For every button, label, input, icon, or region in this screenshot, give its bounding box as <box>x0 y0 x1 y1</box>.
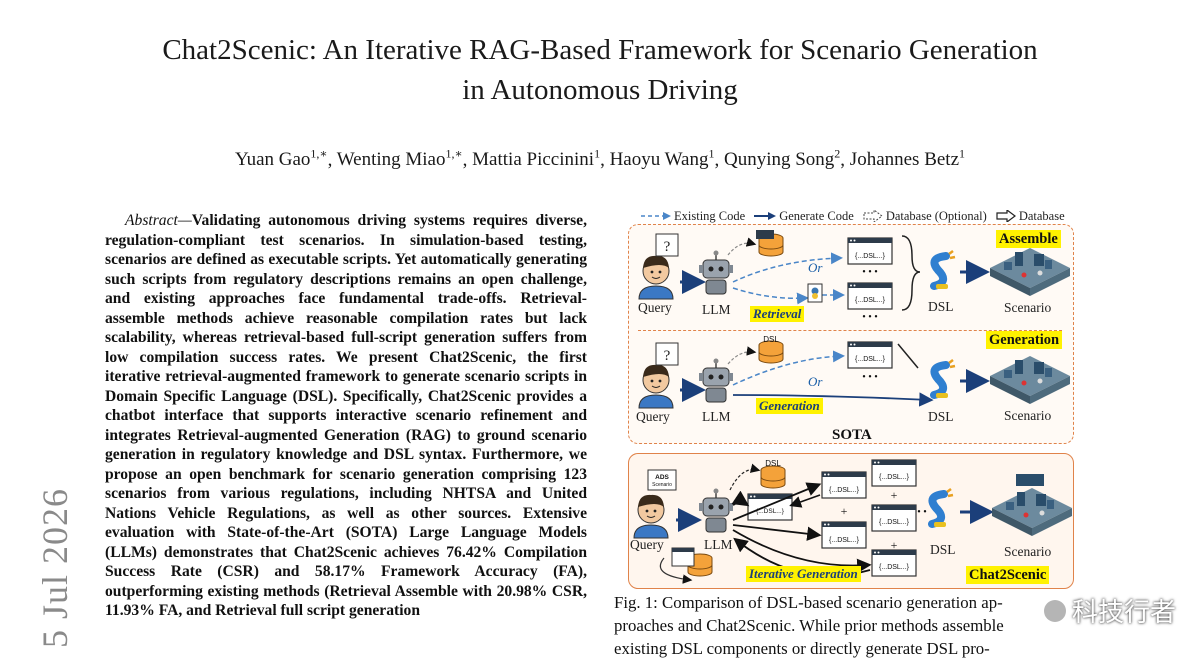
caption-line: existing DSL components or directly gene… <box>614 639 990 658</box>
paper-title: Chat2Scenic: An Iterative RAG-Based Fram… <box>0 30 1200 110</box>
author: Haoyu Wang1 <box>609 147 715 171</box>
author: Mattia Piccinini1 <box>472 147 601 171</box>
panel-divider <box>638 330 1062 331</box>
generation-label: Generation <box>986 331 1063 349</box>
author: Qunying Song2 <box>723 147 841 171</box>
watermark-logo-icon <box>1044 599 1066 622</box>
arxiv-side-date: 5 Jul 2026 <box>35 487 75 648</box>
or-label: Or <box>808 374 823 389</box>
generation-italic-label: Generation <box>756 398 823 414</box>
iterative-generation-label: Iterative Generation <box>746 566 861 582</box>
llm-label: LLM <box>702 409 731 424</box>
scenario-label: Scenario <box>1004 300 1052 315</box>
dsl-label: DSL <box>930 542 956 557</box>
query-label: Query <box>636 409 670 424</box>
legend-existing-code: Existing Code <box>641 209 745 224</box>
solid-arrow-icon <box>754 212 777 220</box>
abstract-text: Validating autonomous driving systems re… <box>105 212 587 619</box>
query-label: Query <box>638 300 672 315</box>
assemble-label: Assemble <box>996 230 1061 248</box>
abstract: Abstract—Validating autonomous driving s… <box>105 211 587 621</box>
legend-generate-code: Generate Code <box>754 209 854 224</box>
title-line-2: in Autonomous Driving <box>462 74 738 106</box>
query-label: Query <box>630 537 664 552</box>
llm-label: LLM <box>702 302 731 317</box>
dsl-label: DSL <box>928 299 954 314</box>
hollow-arrow-icon <box>996 210 1016 222</box>
dashed-arrow-icon <box>641 212 671 220</box>
figure-legend: Existing Code Generate Code Database (Op… <box>641 207 1069 225</box>
legend-database-optional: Database (Optional) <box>863 209 987 224</box>
chat2scenic-label: Chat2Scenic <box>966 566 1050 584</box>
author: Wenting Miao1,∗ <box>336 147 463 171</box>
caption-line: Fig. 1: Comparison of DSL-based scenario… <box>614 593 1003 612</box>
hollow-dashed-arrow-icon <box>863 210 883 222</box>
caption-line: proaches and Chat2Scenic. While prior me… <box>614 616 1004 635</box>
llm-label: LLM <box>704 537 733 552</box>
dsl-label: DSL <box>928 409 954 424</box>
retrieval-label: Retrieval <box>750 306 805 322</box>
legend-database: Database <box>996 209 1065 224</box>
author: Yuan Gao1,∗ <box>234 147 328 171</box>
sota-label: SOTA <box>832 427 872 443</box>
scenario-label: Scenario <box>1004 544 1052 559</box>
figure-caption: Fig. 1: Comparison of DSL-based scenario… <box>614 591 1094 660</box>
abstract-label: Abstract— <box>125 212 192 229</box>
scenario-label: Scenario <box>1004 408 1052 423</box>
or-label: Or <box>808 260 823 275</box>
author-list: Yuan Gao1,∗, Wenting Miao1,∗, Mattia Pic… <box>234 147 966 171</box>
title-line-1: Chat2Scenic: An Iterative RAG-Based Fram… <box>162 34 1038 66</box>
author: Johannes Betz1 <box>849 147 966 171</box>
watermark: 科技行者 <box>1044 592 1176 629</box>
